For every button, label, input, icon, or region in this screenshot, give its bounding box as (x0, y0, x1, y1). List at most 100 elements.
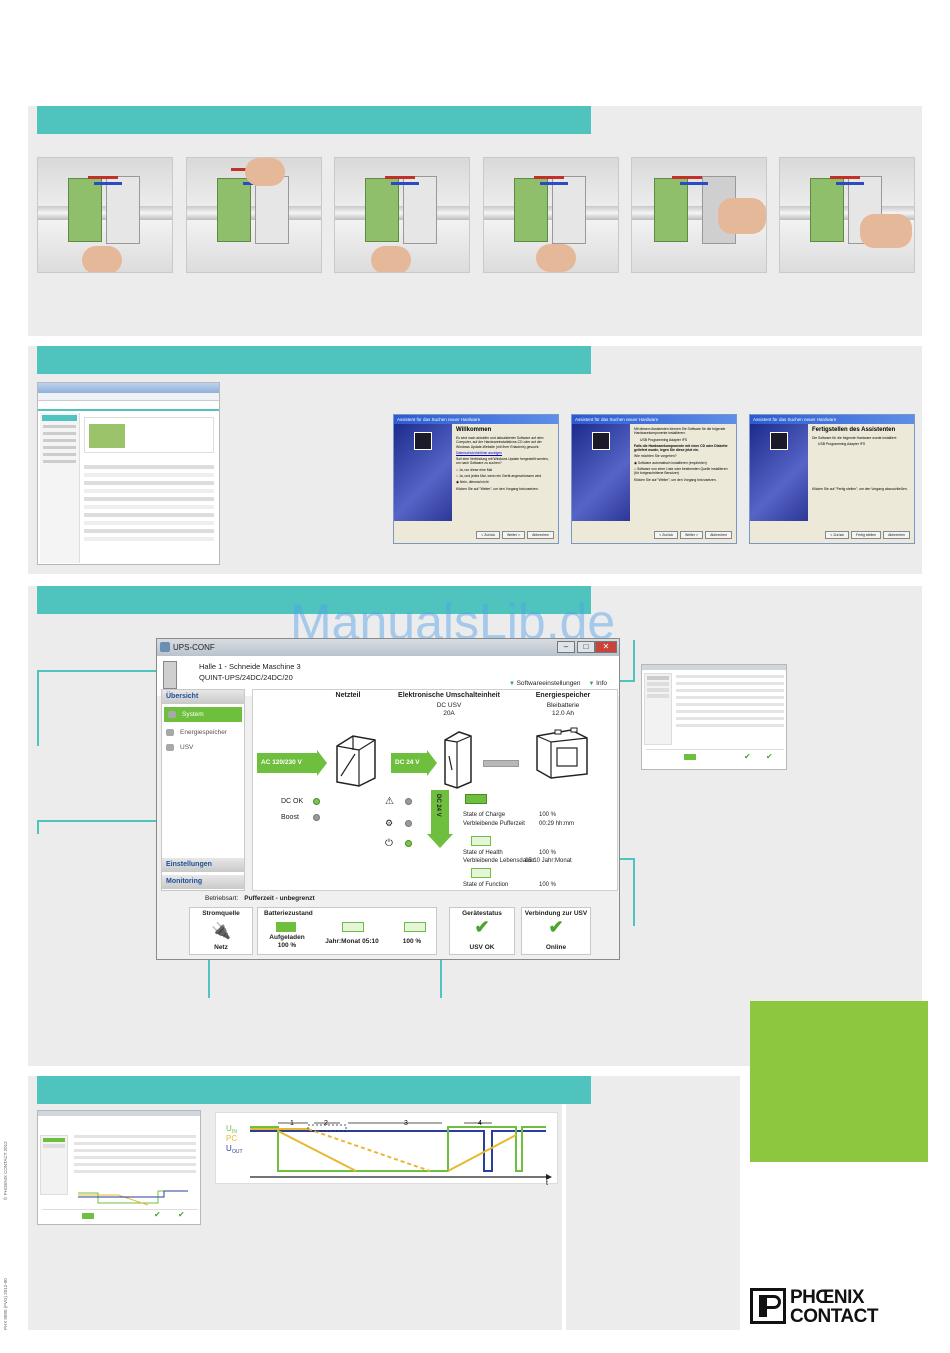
minimize-button[interactable]: – (557, 641, 575, 653)
device-model: QUINT-UPS/24DC/24DC/20 (199, 673, 293, 682)
device-name: USB Programming Adapter IFS (818, 442, 866, 447)
close-button[interactable]: ✕ (595, 641, 617, 653)
device-location: Halle 1 - Schneide Maschine 3 (199, 662, 301, 671)
wizard-finish: Assistent für das Suchen neuer Hardware … (749, 414, 915, 544)
battery-icon (166, 729, 174, 736)
signal-label-uin: U (226, 1124, 232, 1133)
cancel-button[interactable]: Abbrechen (705, 531, 732, 539)
dc-output-arrow: DC 24 V (391, 750, 437, 776)
install-photo-4 (483, 157, 619, 273)
svg-text:3: 3 (404, 1120, 408, 1127)
battery-health-small-icon (342, 922, 364, 932)
finish-button[interactable]: Fertig stellen (851, 531, 882, 539)
wizard-heading: Willkommen (456, 427, 492, 433)
navigation-sidebar: Übersicht System Energiespeicher USV Ein… (161, 689, 245, 891)
battery-full-icon (276, 922, 296, 932)
led-boost (313, 814, 320, 821)
wizard-title: Assistent für das Suchen neuer Hardware (394, 415, 558, 424)
info-link[interactable]: Info (589, 680, 607, 687)
nav-item-storage[interactable]: Energiespeicher (162, 725, 244, 740)
radio-option[interactable]: ◉ Nein, diesmal nicht (456, 480, 489, 485)
back-button[interactable]: < Zurück (654, 531, 678, 539)
cancel-button[interactable]: Abbrechen (527, 531, 554, 539)
print-code: PHX 0890 (FVG) 2012-00 (3, 1278, 8, 1330)
battery-device-icon (536, 727, 588, 779)
privacy-link[interactable]: Datenschutzrichtlinie anzeigen (456, 450, 502, 455)
wizard-heading: Fertigstellen des Assistenten (812, 427, 896, 433)
tile-connection: Verbindung zur USV ✔ Online (521, 907, 591, 955)
timing-diagram: U IN PC U OUT t 1 2 3 4 (215, 1112, 558, 1187)
monitoring-screenshot: ✔ ✔ (37, 1110, 201, 1225)
install-photo-5 (631, 157, 767, 273)
led-warning (405, 798, 412, 805)
battery-connection-bar (483, 760, 519, 767)
led-label-boost: Boost (281, 814, 299, 821)
battery-charge-icon (465, 794, 487, 804)
window-title: UPS-CONF (173, 643, 215, 652)
nav-section-monitoring[interactable]: Monitoring (162, 875, 244, 889)
nav-section-settings[interactable]: Einstellungen (162, 858, 244, 872)
window-titlebar: UPS-CONF – □ ✕ (157, 639, 619, 656)
checkmark-icon: ✔ (474, 917, 490, 937)
plug-icon: 🔌 (211, 923, 231, 940)
battery-health-icon (471, 836, 491, 846)
install-photo-2 (186, 157, 322, 273)
app-icon (160, 642, 170, 652)
nav-item-usv[interactable]: USV (162, 740, 244, 755)
device-icon (163, 661, 177, 689)
back-button[interactable]: < Zurück (476, 531, 500, 539)
ups-device-icon (444, 731, 472, 789)
tile-battery-state: Batteriezustand Aufgeladen 100 % Jahr:Mo… (257, 907, 437, 955)
hardware-icon (414, 432, 432, 450)
copyright: © PHOENIX CONTACT 2012 (3, 1141, 8, 1200)
col-heading-storage: Energiespeicher (535, 692, 591, 699)
hardware-icon (770, 432, 788, 450)
nav-item-system[interactable]: System (164, 707, 242, 722)
section-1-panel (28, 106, 922, 336)
led-dcok (313, 798, 320, 805)
svg-text:4: 4 (478, 1120, 482, 1127)
hardware-icon (592, 432, 610, 450)
ac-input-arrow: AC 120/230 V (257, 750, 327, 776)
power-icon: ⏻ (385, 838, 393, 849)
back-button[interactable]: < Zurück (825, 531, 850, 539)
software-settings-link[interactable]: Softwareeinstellungen (509, 680, 581, 687)
battery-function-icon (471, 868, 491, 878)
radio-option[interactable]: ○ Ja, und jedes Mal, wenn ein Gerät ange… (456, 474, 542, 479)
tile-power-source: Stromquelle 🔌 Netz (189, 907, 253, 955)
ups-conf-window: UPS-CONF – □ ✕ Halle 1 - Schneide Maschi… (156, 638, 620, 960)
install-photo-1 (37, 157, 173, 273)
time-axis-label: t (546, 1180, 548, 1185)
connection-check-icon: ✔ (548, 917, 564, 937)
warning-icon: ⚠ (385, 796, 394, 807)
wizard-welcome: Assistent für das Suchen neuer Hardware … (393, 414, 559, 544)
maximize-button[interactable]: □ (577, 641, 595, 653)
battery-function-small-icon (404, 922, 426, 932)
cancel-button[interactable]: Abbrechen (883, 531, 910, 539)
tile-device-status: Gerätestatus ✔ USV OK (449, 907, 515, 955)
next-button[interactable]: Weiter > (679, 531, 704, 539)
iq-icon (166, 744, 174, 751)
next-button[interactable]: Weiter > (501, 531, 526, 539)
phoenix-contact-logo: PHŒNIX CONTACT (750, 1286, 902, 1330)
led-power (405, 840, 412, 847)
col-heading-switch: Elektronische Umschalteinheit (398, 692, 500, 699)
green-info-box (750, 1001, 928, 1162)
nav-section-overview[interactable]: Übersicht (162, 690, 244, 704)
led-battery-alarm (405, 820, 412, 827)
svg-text:2: 2 (324, 1120, 328, 1127)
radio-option[interactable]: ○ Software von einer Liste oder bestimmt… (634, 467, 728, 476)
section-1-header-bar (37, 106, 591, 134)
radio-option[interactable]: ○ Ja, nur diese eine Mal (456, 467, 493, 472)
device-name: USB Programming Adapter IFS (640, 437, 688, 442)
battery-stats-box: State of Charge 100 % Verbleibende Puffe… (461, 792, 595, 890)
battery-alarm-icon: ⚙ (385, 818, 394, 828)
logo-mark-icon (750, 1288, 786, 1324)
settings-screenshot: ✔ ✔ (641, 664, 787, 770)
svg-text:OUT: OUT (232, 1149, 243, 1155)
section-3-header-bar (37, 586, 591, 614)
psu-device-icon (336, 735, 376, 787)
radio-option[interactable]: ◉ Software automatisch installieren (emp… (634, 460, 707, 465)
signal-label-uout: U (226, 1144, 232, 1153)
wizard-install: Assistent für das Suchen neuer Hardware … (571, 414, 737, 544)
